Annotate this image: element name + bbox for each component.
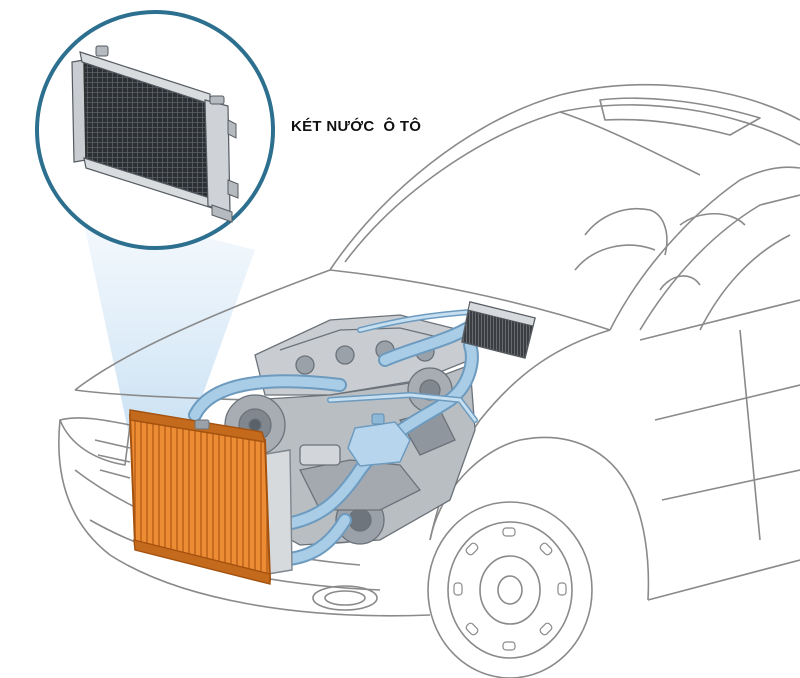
heater-core <box>461 301 536 359</box>
car-outline-illustration <box>58 84 800 617</box>
zoom-beam <box>80 205 255 430</box>
radiator-closeup <box>35 10 275 250</box>
coolant-reservoir <box>347 413 411 467</box>
radiator-icon <box>128 409 293 585</box>
radiator-label: KÉT NƯỚC Ô TÔ <box>291 118 422 135</box>
front-wheel <box>427 501 593 678</box>
coolant-hoses <box>188 309 487 567</box>
